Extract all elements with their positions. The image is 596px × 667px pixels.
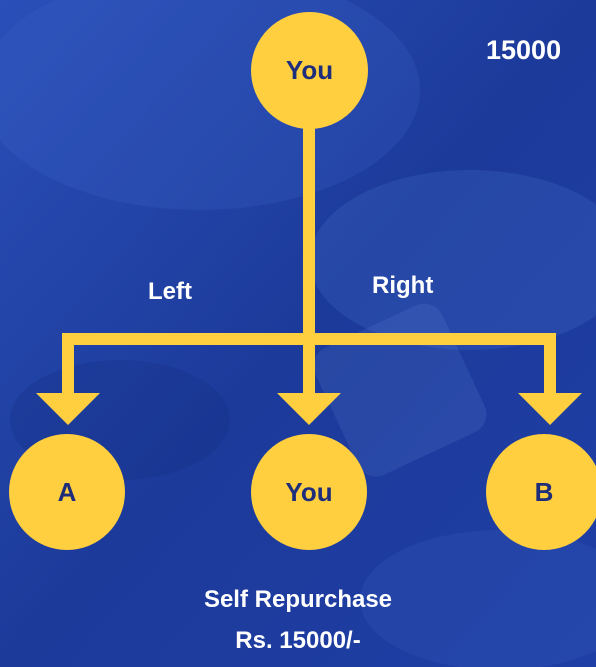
node-right-label: B bbox=[534, 476, 554, 507]
left-drop-line bbox=[62, 333, 74, 395]
caption-line-2: Rs. 15000/- bbox=[235, 627, 361, 654]
caption-line-1: Self Repurchase bbox=[203, 586, 393, 613]
center-drop-line bbox=[303, 333, 315, 395]
trunk-line bbox=[303, 98, 315, 353]
left-branch-label: Left bbox=[148, 278, 192, 305]
right-arrow bbox=[518, 393, 582, 425]
node-center-you: You bbox=[251, 434, 367, 550]
node-top-you: You bbox=[251, 12, 368, 129]
right-drop-line bbox=[544, 333, 556, 395]
node-right-b: B bbox=[486, 434, 596, 550]
node-left-label: A bbox=[57, 476, 77, 507]
left-arrow bbox=[36, 393, 100, 425]
node-center-label: You bbox=[285, 476, 333, 507]
right-branch-label: Right bbox=[372, 272, 434, 299]
center-arrow bbox=[277, 393, 341, 425]
node-top-label: You bbox=[285, 55, 334, 85]
top-right-amount: 15000 bbox=[486, 35, 562, 65]
node-left-a: A bbox=[9, 434, 125, 550]
